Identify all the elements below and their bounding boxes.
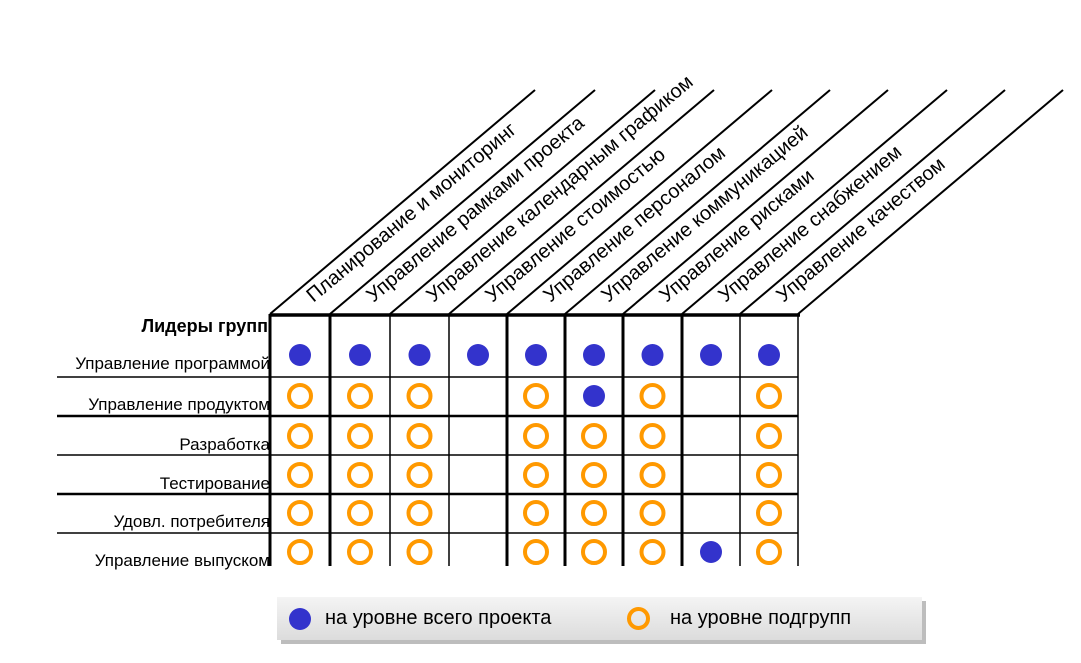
header-divider <box>564 89 831 315</box>
header-divider <box>797 89 1064 315</box>
filled-circle-marker <box>583 344 605 366</box>
ring-circle-marker <box>523 462 549 488</box>
filled-circle-marker <box>289 344 311 366</box>
ring-circle-marker <box>287 423 313 449</box>
ring-circle-marker <box>639 500 666 526</box>
ring-circle-marker <box>406 383 433 409</box>
ring-circle-marker <box>756 383 782 409</box>
row-label: Управление продуктом <box>88 395 270 414</box>
ring-circle-marker <box>523 423 549 449</box>
row-label: Тестирование <box>159 474 270 493</box>
ring-circle-marker <box>406 500 433 526</box>
ring-circle-marker <box>347 462 373 488</box>
filled-circle-marker <box>758 344 780 366</box>
filled-circle-marker <box>700 344 722 366</box>
filled-circle-marker <box>467 344 489 366</box>
ring-circle-marker <box>639 539 666 565</box>
legend-item-project: на уровне всего проекта <box>289 607 551 630</box>
filled-circle-marker <box>349 344 371 366</box>
ring-circle-marker <box>756 462 782 488</box>
ring-circle-marker <box>287 539 313 565</box>
filled-circle-icon <box>289 607 311 630</box>
ring-circle-marker <box>581 539 607 565</box>
filled-circle-marker <box>700 541 722 563</box>
ring-circle-marker <box>347 500 373 526</box>
ring-circle-marker <box>581 462 607 488</box>
header-divider <box>269 89 536 315</box>
legend-item-subgroups: на уровне подгрупп <box>627 607 851 630</box>
ring-circle-marker <box>287 500 313 526</box>
ring-circle-marker <box>756 500 782 526</box>
legend: на уровне всего проекта на уровне подгру… <box>277 597 922 640</box>
legend-label-subgroups: на уровне подгрупп <box>670 607 852 629</box>
ring-circle-marker <box>406 462 433 488</box>
ring-circle-marker <box>756 423 782 449</box>
ring-circle-marker <box>347 383 373 409</box>
ring-circle-marker <box>406 423 433 449</box>
legend-label-project: на уровне всего проекта <box>325 607 552 629</box>
ring-circle-marker <box>287 383 313 409</box>
ring-circle-icon <box>627 607 650 630</box>
ring-circle-marker <box>347 539 373 565</box>
ring-circle-marker <box>523 500 549 526</box>
ring-circle-marker <box>581 423 607 449</box>
ring-circle-marker <box>523 539 549 565</box>
header-divider <box>739 89 1006 315</box>
ring-circle-marker <box>523 383 549 409</box>
header-divider <box>506 89 773 315</box>
ring-circle-marker <box>639 462 666 488</box>
filled-circle-marker <box>641 344 664 366</box>
filled-circle-marker <box>408 344 431 366</box>
header-divider <box>448 89 715 315</box>
ring-circle-marker <box>581 500 607 526</box>
header-divider <box>329 89 596 315</box>
ring-circle-marker <box>406 539 433 565</box>
row-label: Удовл. потребителя <box>113 512 271 531</box>
header-divider <box>622 89 889 315</box>
filled-circle-marker <box>583 385 605 407</box>
ring-circle-marker <box>347 423 373 449</box>
row-label: Разработка <box>179 435 270 454</box>
header-divider <box>389 89 656 315</box>
filled-circle-marker <box>525 344 547 366</box>
row-header-title: Лидеры групп <box>141 316 268 336</box>
ring-circle-marker <box>639 423 666 449</box>
ring-circle-marker <box>639 383 666 409</box>
row-label: Управление выпуском <box>94 551 270 570</box>
header-divider <box>681 89 948 315</box>
ring-circle-marker <box>756 539 782 565</box>
ring-circle-marker <box>287 462 313 488</box>
row-label: Управление программой <box>75 354 270 373</box>
